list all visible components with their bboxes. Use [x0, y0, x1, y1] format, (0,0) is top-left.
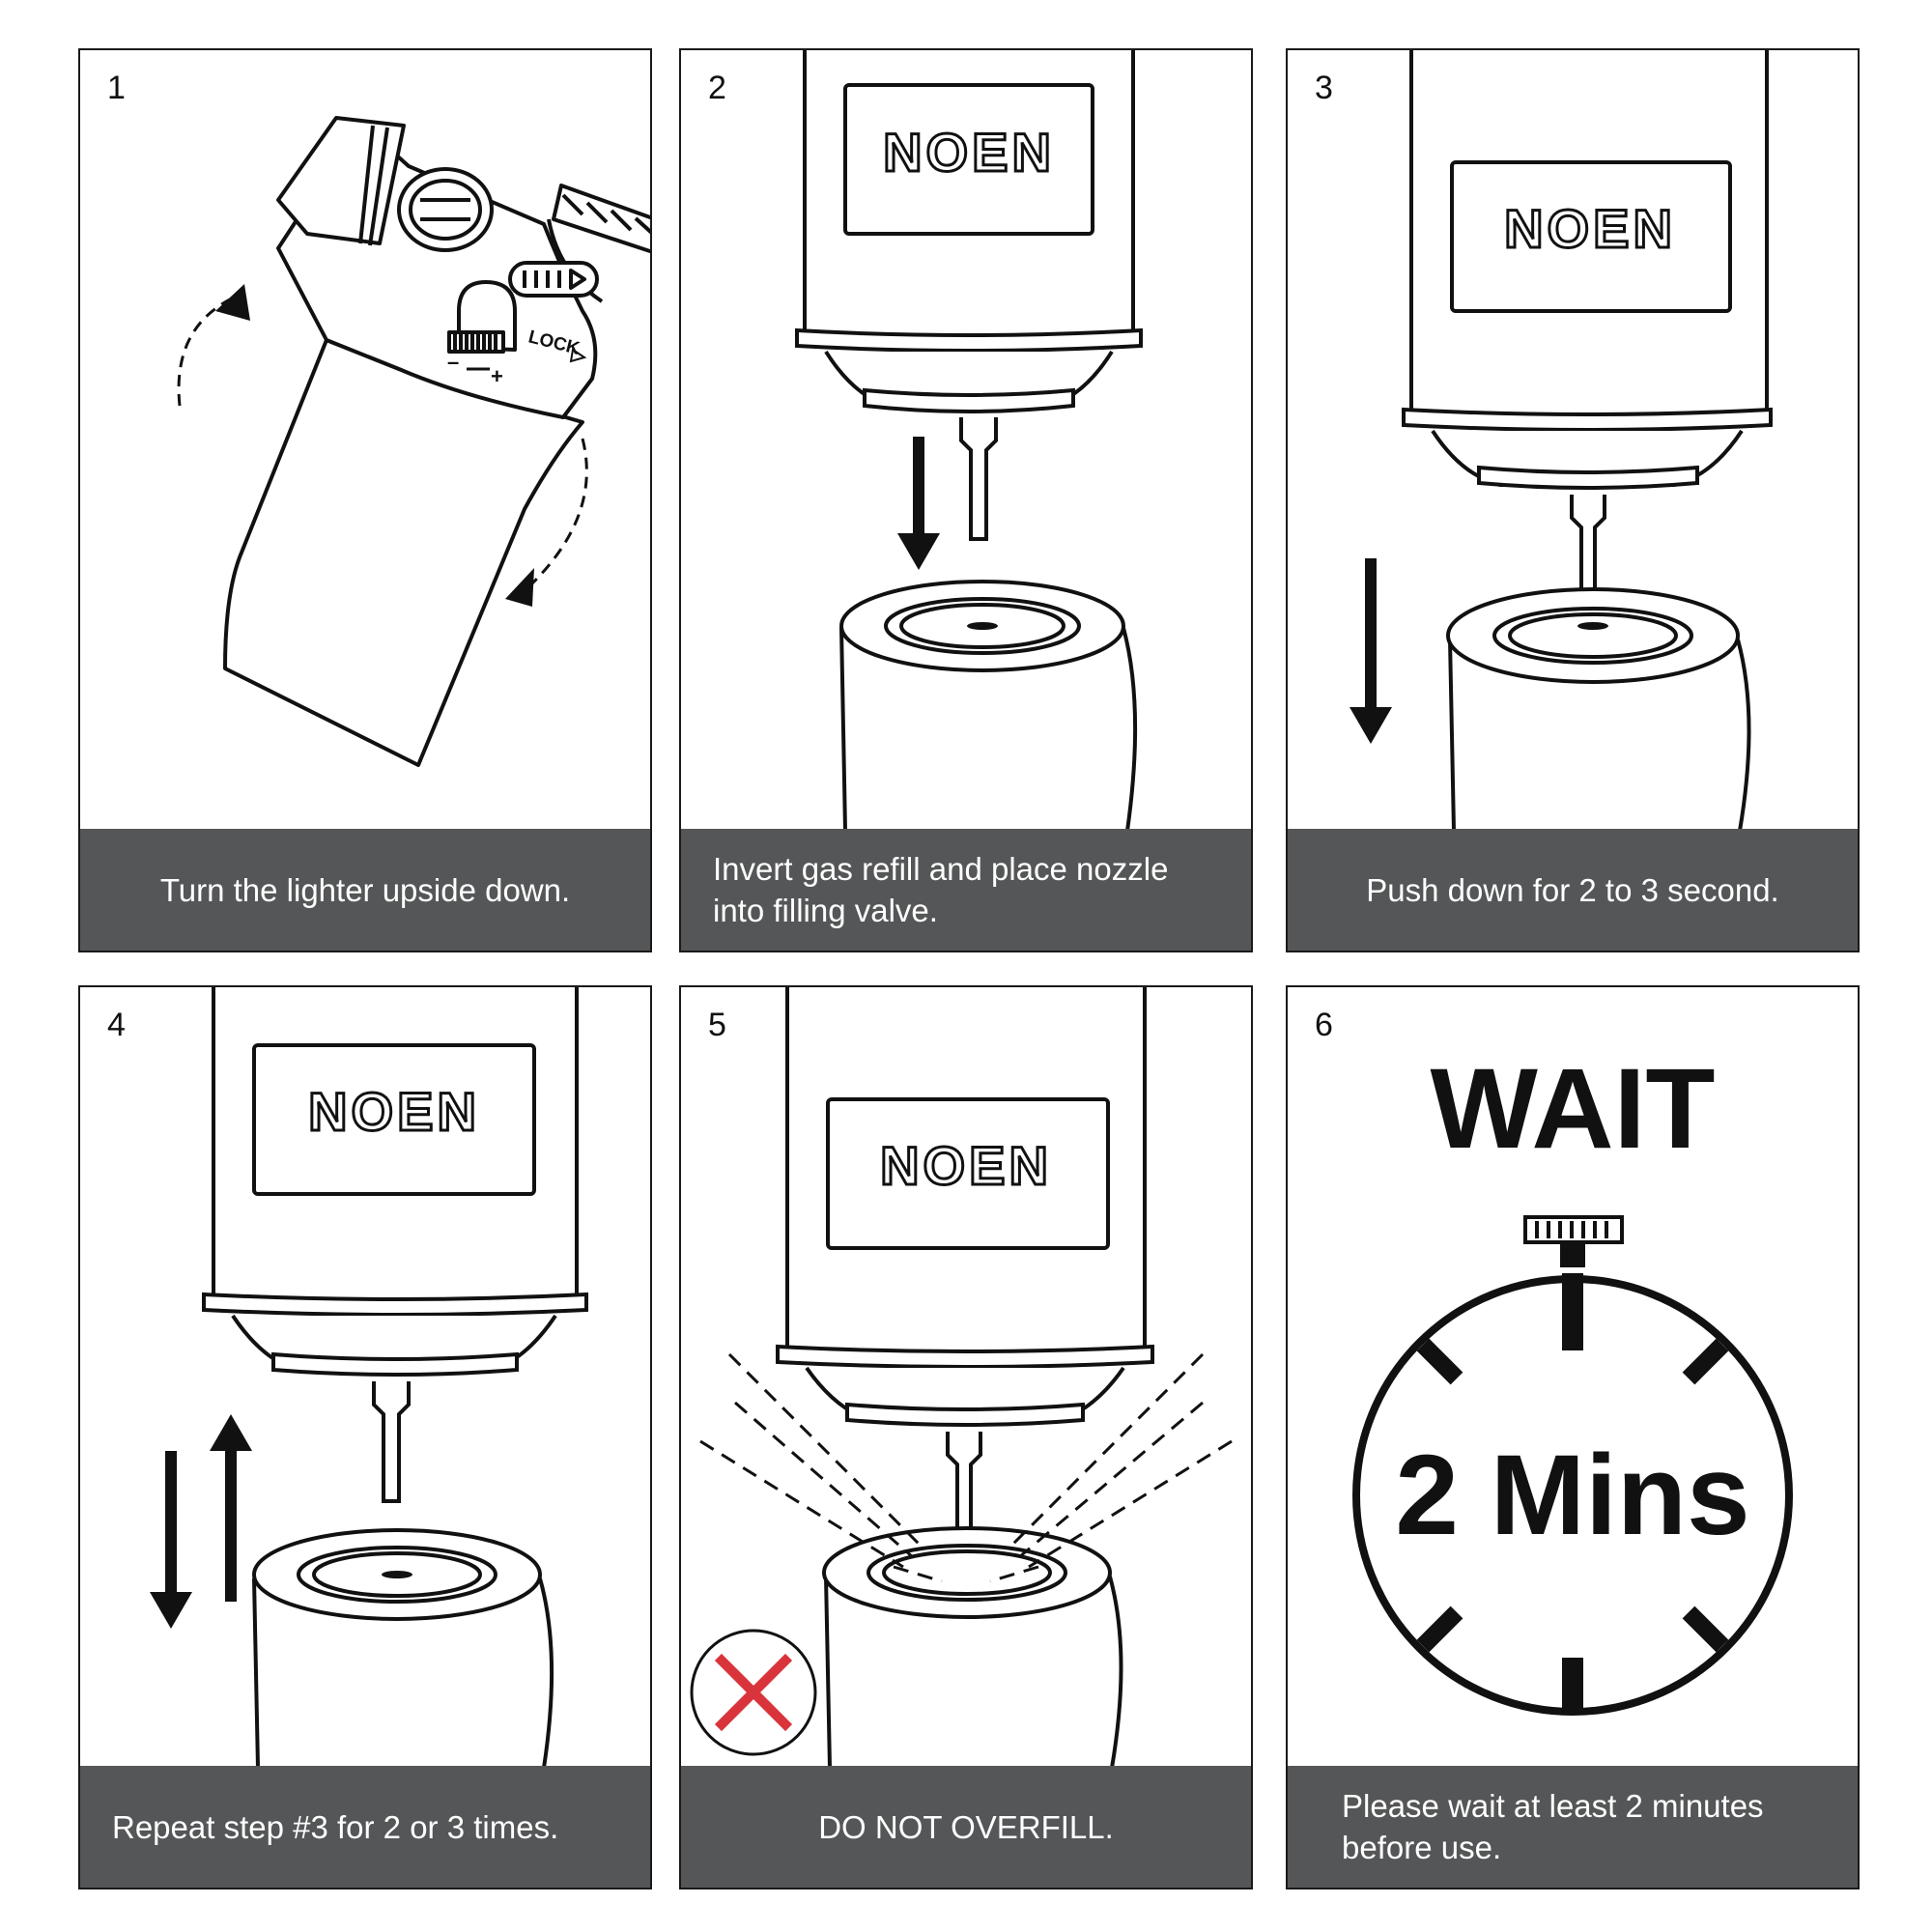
- step-6-caption: Please wait at least 2 minutes before us…: [1288, 1766, 1858, 1888]
- step-2-caption: Invert gas refill and place nozzle into …: [681, 829, 1251, 951]
- brand-logo: NOEN: [883, 122, 1055, 183]
- refill-repeat-illustration: NOEN: [150, 987, 588, 1768]
- step-1-caption: Turn the lighter upside down.: [80, 829, 650, 951]
- step-number: 5: [708, 1007, 726, 1043]
- plus-label: +: [491, 364, 503, 388]
- step-5-panel: 5 NOEN: [679, 985, 1253, 1889]
- stopwatch-icon: [1352, 1215, 1793, 1716]
- step-6-panel: 6 WAIT 2 Mins Please wait at least 2 min…: [1286, 985, 1860, 1889]
- step-number: 4: [107, 1007, 126, 1043]
- step-3-panel: 3 NOEN Push down for 2 to 3 second.: [1286, 48, 1860, 952]
- step-3-caption: Push down for 2 to 3 second.: [1288, 829, 1858, 951]
- timer-label: 2 Mins: [1395, 1432, 1749, 1559]
- brand-logo: NOEN: [880, 1135, 1052, 1196]
- down-arrow-icon: [1350, 558, 1392, 744]
- step-2-panel: 2 NOEN Invert gas refill and place nozzl…: [679, 48, 1253, 952]
- brand-logo: NOEN: [308, 1081, 480, 1142]
- step-number: 6: [1315, 1007, 1333, 1043]
- step-4-panel: 4 NOEN Repeat step #3 for 2 or 3 times.: [78, 985, 652, 1889]
- step-5-caption: DO NOT OVERFILL.: [681, 1766, 1251, 1888]
- step-number: 1: [107, 70, 126, 106]
- warning-x-icon: [690, 1629, 817, 1756]
- up-arrow-icon: [210, 1414, 252, 1602]
- down-arrow-icon: [897, 437, 940, 570]
- refill-canister-illustration: NOEN: [795, 50, 1143, 831]
- minus-label: –: [447, 350, 459, 374]
- step-1-panel: 1: [78, 48, 652, 952]
- gas-spray-lines: [699, 1352, 1233, 1583]
- step-number: 3: [1315, 70, 1333, 106]
- refill-push-illustration: NOEN: [1350, 50, 1773, 831]
- wait-heading: WAIT: [1431, 1045, 1716, 1173]
- stopwatch-illustration: WAIT 2 Mins: [1352, 1045, 1793, 1716]
- step-number: 2: [708, 70, 726, 106]
- lighter-illustration: LOCK – +: [177, 116, 650, 767]
- step-4-caption: Repeat step #3 for 2 or 3 times.: [80, 1766, 650, 1888]
- overfill-illustration: NOEN: [690, 987, 1233, 1768]
- rotate-arrows: [177, 298, 588, 585]
- down-arrow-icon: [150, 1451, 192, 1629]
- brand-logo: NOEN: [1504, 198, 1676, 259]
